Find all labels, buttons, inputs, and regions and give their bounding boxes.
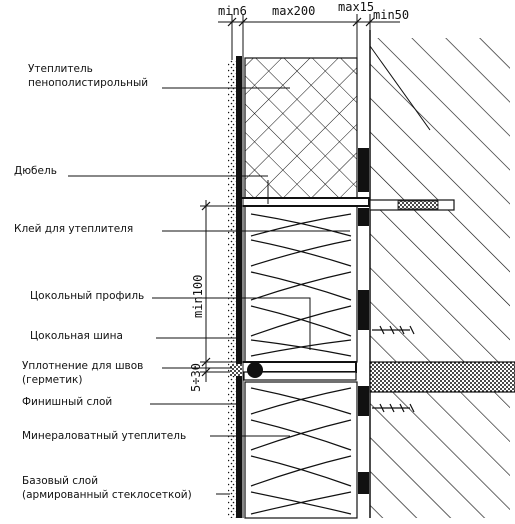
- adhesive-strips: [358, 148, 369, 494]
- dim-max200: max200: [272, 4, 315, 18]
- label-dowel: Дюбель: [14, 165, 57, 177]
- label-mineral-wool: Минераловатный утеплитель: [22, 430, 186, 442]
- label-adhesive: Клей для утеплителя: [14, 223, 133, 235]
- top-dimension-line: [218, 14, 431, 131]
- dim-min6: min6: [218, 4, 247, 18]
- dim-min50: min50: [373, 8, 409, 22]
- label-sealant-line2: (герметик): [22, 374, 83, 386]
- label-base-rail: Цокольная шина: [30, 330, 123, 342]
- eps-insulation-block: [244, 57, 358, 199]
- mineral-wool-upper: [244, 205, 358, 363]
- sealant-bead: [230, 362, 263, 378]
- render-layers: [228, 56, 244, 518]
- dim-min100: min100: [191, 275, 205, 318]
- label-base-profile: Цокольный профиль: [30, 290, 144, 302]
- label-eps-line2: пенополистирольный: [28, 77, 148, 89]
- dowel: [267, 180, 455, 211]
- concrete-wall: [369, 30, 510, 518]
- mineral-wool-lower: [244, 381, 358, 519]
- label-sealant-line1: Уплотнение для швов: [22, 360, 143, 372]
- label-base-layer-line2: (армированный стеклосеткой): [22, 489, 192, 501]
- label-base-layer-line1: Базовый слой: [22, 475, 98, 487]
- rail-fasteners: [372, 325, 415, 413]
- label-finish-layer: Финишный слой: [22, 396, 112, 408]
- label-eps-line1: Утеплитель: [28, 63, 93, 75]
- base-profile: [237, 197, 370, 381]
- dim-gap: 5÷30: [189, 363, 203, 392]
- leader-lines: [68, 87, 350, 495]
- vertical-dimension-line: [200, 200, 245, 382]
- dim-max15: max15: [338, 0, 374, 14]
- plinth-band: [369, 361, 515, 393]
